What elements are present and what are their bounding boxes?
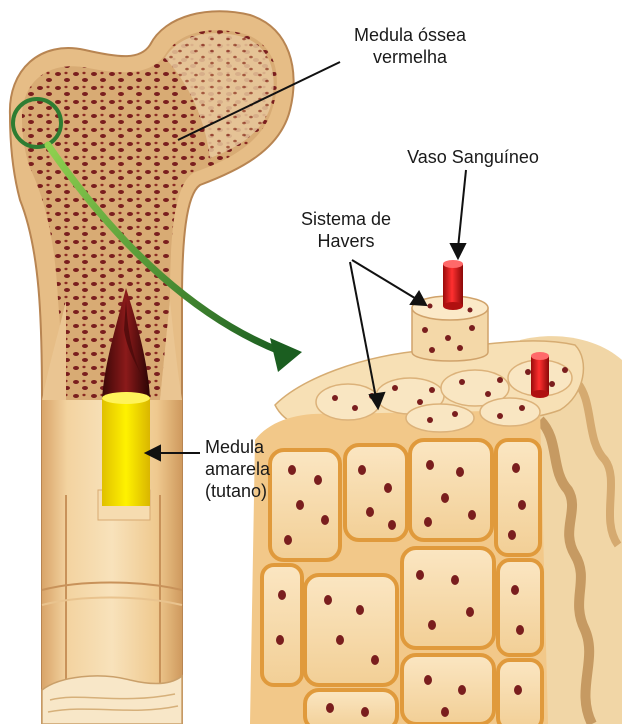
leader-havers-1-arrowhead <box>411 292 426 305</box>
shaft-cross-section <box>42 676 182 724</box>
blood-vessel-secondary <box>531 352 549 398</box>
label-yellow-marrow-line2: amarela <box>205 458 305 480</box>
leader-havers-1 <box>352 260 418 300</box>
blood-vessel-main <box>443 260 463 310</box>
compact-bone-block <box>250 260 622 724</box>
label-red-marrow-line2: vermelha <box>330 46 490 68</box>
label-blood-vessel-text: Vaso Sanguíneo <box>388 146 558 168</box>
label-yellow-marrow: Medula amarela (tutano) <box>205 436 305 502</box>
yellow-marrow-cylinder <box>102 398 150 506</box>
label-red-marrow: Medula óssea vermelha <box>330 24 490 68</box>
label-yellow-marrow-line3: (tutano) <box>205 480 305 502</box>
label-havers: Sistema de Havers <box>286 208 406 252</box>
label-havers-line1: Sistema de <box>286 208 406 230</box>
label-blood-vessel: Vaso Sanguíneo <box>388 146 558 168</box>
label-yellow-marrow-line1: Medula <box>205 436 305 458</box>
leader-blood-vessel <box>458 170 466 248</box>
leader-blood-vessel-arrowhead <box>451 244 465 258</box>
yellow-marrow-top <box>102 392 150 404</box>
label-red-marrow-line1: Medula óssea <box>330 24 490 46</box>
label-havers-line2: Havers <box>286 230 406 252</box>
femur <box>10 11 294 724</box>
